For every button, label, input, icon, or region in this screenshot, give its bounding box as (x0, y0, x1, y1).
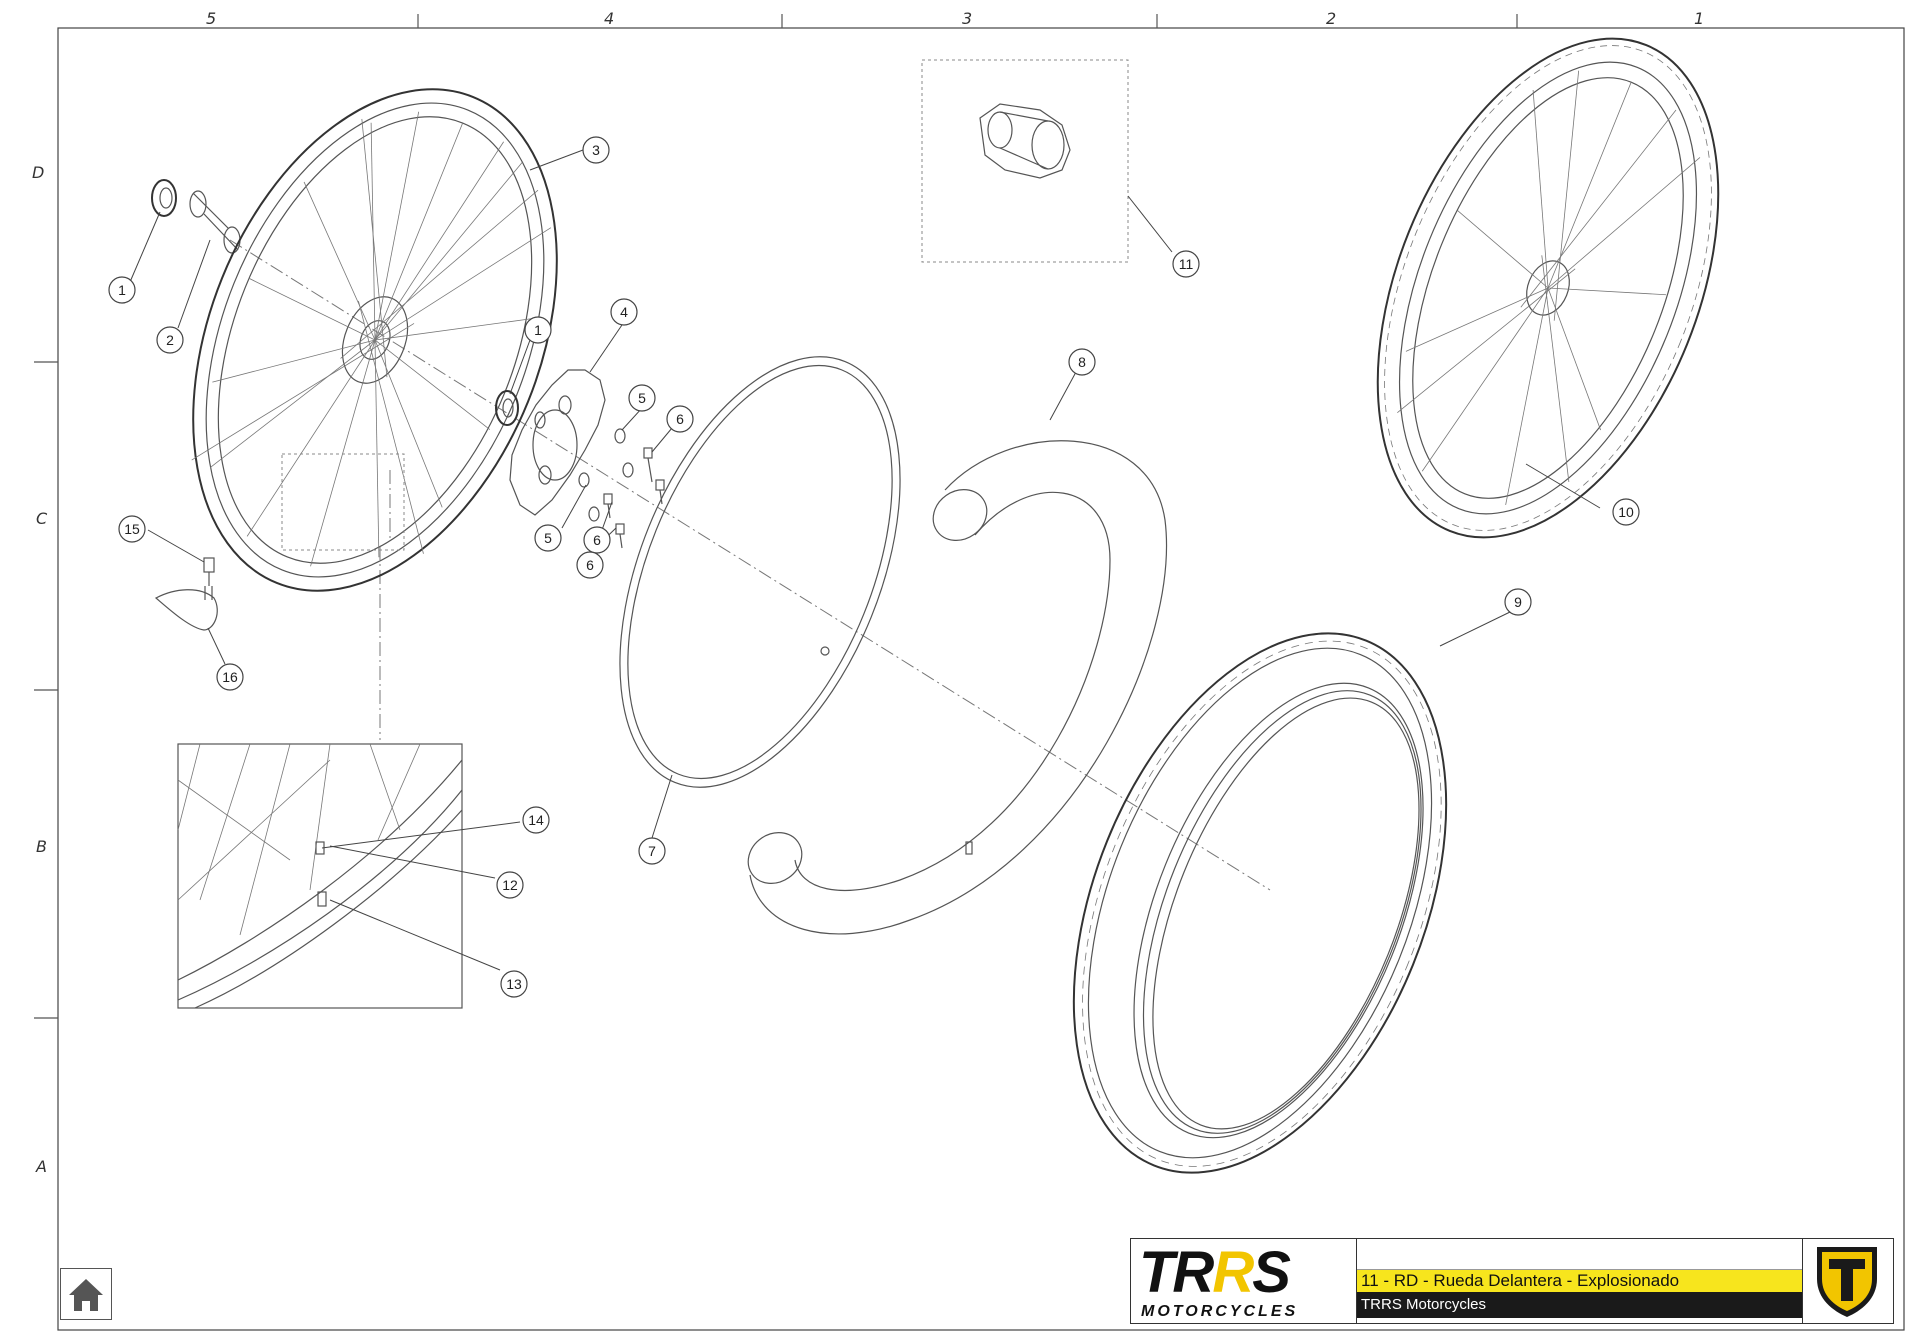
part-complete-wheel (1376, 37, 1720, 539)
logo-text-s: S (1252, 1240, 1291, 1305)
logo-text-tr: TR (1139, 1240, 1214, 1305)
part-bearing-right (495, 390, 519, 426)
callout-12: 12 (496, 871, 524, 899)
part-rim-tape (619, 356, 901, 788)
callout-leaders (129, 149, 1601, 971)
svg-text:14: 14 (528, 812, 544, 828)
part-brake-disc (509, 369, 606, 516)
part-washers-bolts (578, 428, 665, 549)
callout-9: 9 (1504, 588, 1532, 616)
part-inner-tube (747, 440, 1167, 935)
trrs-emblem-icon (1817, 1247, 1877, 1317)
title-block: TRRS MOTORCYCLES 11 - RD - Rueda Delante… (1130, 1238, 1894, 1324)
home-button[interactable] (60, 1268, 112, 1320)
drawing-border (57, 27, 1905, 1331)
svg-text:6: 6 (593, 532, 601, 548)
zone-row-D: D (32, 163, 44, 182)
part-spoked-wheel (191, 88, 558, 592)
svg-text:15: 15 (124, 521, 140, 537)
part-spacer-tube (189, 190, 241, 254)
svg-text:3: 3 (592, 142, 600, 158)
callout-5-top: 5 (628, 384, 656, 412)
svg-text:4: 4 (620, 304, 628, 320)
callout-13: 13 (500, 970, 528, 998)
callout-10: 10 (1612, 498, 1640, 526)
part-valve (154, 557, 218, 631)
callout-2: 2 (156, 326, 184, 354)
zone-column-3: 3 (962, 9, 972, 28)
callout-7: 7 (638, 837, 666, 865)
svg-text:8: 8 (1078, 354, 1086, 370)
zone-column-4: 4 (604, 9, 614, 28)
callout-1-right: 1 (524, 316, 552, 344)
callout-5-bottom: 5 (534, 524, 562, 552)
part-bearing-left (151, 179, 177, 217)
callout-3: 3 (582, 136, 610, 164)
part-spoke-detail (177, 743, 463, 1009)
callout-6-mid: 6 (583, 526, 611, 554)
callout-6-top: 6 (666, 405, 694, 433)
emblem-cell (1803, 1239, 1893, 1323)
spoke-detail-box (177, 743, 463, 1009)
callout-14: 14 (522, 806, 550, 834)
zone-row-A: A (35, 1157, 47, 1176)
callout-1-left: 1 (108, 276, 136, 304)
svg-text:6: 6 (586, 557, 594, 573)
zone-column-1: 1 (1694, 9, 1704, 28)
part-hub (979, 103, 1071, 179)
svg-text:1: 1 (118, 282, 126, 298)
hub-detail-box (921, 59, 1129, 263)
callout-15: 15 (118, 515, 146, 543)
zone-column-2: 2 (1326, 9, 1336, 28)
svg-text:6: 6 (676, 411, 684, 427)
callout-4: 4 (610, 298, 638, 326)
svg-text:12: 12 (502, 877, 518, 893)
svg-text:11: 11 (1179, 256, 1194, 272)
svg-text:2: 2 (166, 332, 174, 348)
logo-subtext: MOTORCYCLES (1141, 1303, 1299, 1320)
assembly-axis (229, 239, 1271, 891)
svg-text:5: 5 (638, 390, 646, 406)
callout-6-bottom: 6 (576, 551, 604, 579)
part-title: 11 - RD - Rueda Delantera - Explosionado (1357, 1269, 1802, 1292)
zone-row-B: B (36, 837, 47, 856)
svg-text:16: 16 (222, 669, 238, 685)
svg-text:1: 1 (534, 322, 542, 338)
svg-text:7: 7 (648, 843, 656, 859)
svg-text:5: 5 (544, 530, 552, 546)
title-info: 11 - RD - Rueda Delantera - Explosionado… (1357, 1239, 1803, 1323)
svg-text:10: 10 (1618, 504, 1634, 520)
home-icon (69, 1279, 103, 1311)
svg-text:13: 13 (506, 976, 522, 992)
callout-8: 8 (1068, 348, 1096, 376)
zone-column-5: 5 (206, 9, 216, 28)
callout-16: 16 (216, 663, 244, 691)
part-tyre (1072, 632, 1448, 1174)
company-name: TRRS Motorcycles (1357, 1292, 1802, 1318)
callout-11: 11 (1172, 250, 1200, 278)
trrs-logo: TRRS MOTORCYCLES (1131, 1239, 1357, 1323)
logo-text-r: R (1212, 1240, 1254, 1305)
zone-row-C: C (36, 509, 48, 528)
svg-text:9: 9 (1514, 594, 1522, 610)
